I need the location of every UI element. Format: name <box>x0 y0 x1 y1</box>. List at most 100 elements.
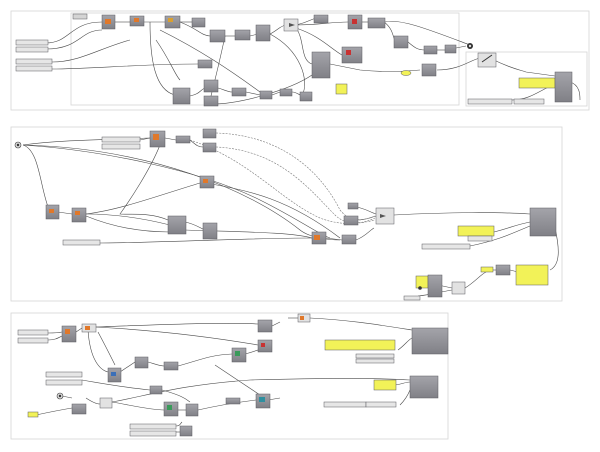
panel[interactable] <box>515 264 549 286</box>
group-bottom-frame[interactable] <box>10 312 449 440</box>
component[interactable] <box>202 222 218 240</box>
number-slider[interactable] <box>467 235 493 242</box>
component[interactable] <box>554 71 573 103</box>
number-slider[interactable] <box>513 98 545 105</box>
component[interactable] <box>202 128 217 139</box>
component[interactable] <box>134 356 149 369</box>
number-slider[interactable] <box>15 39 49 46</box>
component[interactable] <box>477 52 497 68</box>
component[interactable] <box>257 319 273 333</box>
number-slider[interactable] <box>45 379 83 386</box>
blue-icon <box>111 372 116 376</box>
number-slider[interactable] <box>129 430 177 437</box>
panel[interactable] <box>518 77 556 89</box>
component[interactable] <box>231 87 247 97</box>
component[interactable] <box>411 327 449 355</box>
panel[interactable] <box>457 225 495 237</box>
orange-icon <box>75 211 80 215</box>
number-slider[interactable] <box>323 401 367 408</box>
number-slider[interactable] <box>15 65 53 72</box>
group-middle-frame[interactable] <box>10 126 563 302</box>
number-slider[interactable] <box>129 423 177 430</box>
group-top-frame[interactable] <box>10 10 590 111</box>
panel[interactable] <box>373 379 397 391</box>
number-slider[interactable] <box>467 98 513 105</box>
component[interactable] <box>255 24 271 42</box>
component[interactable] <box>444 44 457 54</box>
component[interactable] <box>367 17 386 29</box>
component[interactable] <box>209 29 226 43</box>
group-top-right-frame[interactable] <box>465 51 588 107</box>
wire <box>464 271 487 289</box>
number-slider[interactable] <box>421 243 471 250</box>
component[interactable] <box>451 281 466 295</box>
number-slider[interactable] <box>17 329 49 336</box>
number-slider[interactable] <box>365 401 397 408</box>
number-slider[interactable] <box>355 358 395 364</box>
wire <box>95 323 259 328</box>
wire <box>35 407 73 416</box>
wire <box>119 144 169 221</box>
component[interactable] <box>343 215 359 226</box>
group-top-inner-frame[interactable] <box>70 12 460 106</box>
component[interactable] <box>203 79 219 93</box>
component[interactable] <box>172 87 191 105</box>
component[interactable] <box>225 397 241 405</box>
number-slider[interactable] <box>17 337 49 344</box>
param-input-core <box>58 394 62 398</box>
wire <box>204 182 341 239</box>
component[interactable] <box>409 375 439 399</box>
panel[interactable] <box>480 266 494 273</box>
panel[interactable] <box>415 275 429 289</box>
component[interactable] <box>259 90 273 100</box>
panel[interactable] <box>400 70 412 76</box>
component[interactable] <box>149 385 163 395</box>
component[interactable] <box>279 88 293 97</box>
panel[interactable] <box>335 83 348 95</box>
param-input-core <box>468 44 472 48</box>
component[interactable] <box>197 59 213 69</box>
component[interactable] <box>185 403 199 417</box>
component-icons <box>49 18 493 410</box>
component[interactable] <box>163 361 179 371</box>
component[interactable] <box>341 234 357 245</box>
number-slider[interactable] <box>15 46 49 53</box>
wire <box>99 237 313 244</box>
number-slider[interactable] <box>45 371 83 378</box>
panel[interactable] <box>27 411 39 418</box>
orange-icon <box>105 19 111 24</box>
component[interactable] <box>191 17 206 28</box>
component[interactable] <box>423 45 438 55</box>
component[interactable] <box>71 403 87 415</box>
boolean-toggle[interactable] <box>72 13 88 20</box>
component[interactable] <box>202 142 217 153</box>
wire <box>455 45 467 49</box>
wire <box>394 381 411 386</box>
number-slider[interactable] <box>15 58 53 65</box>
param-input[interactable] <box>418 286 422 290</box>
number-slider[interactable] <box>403 295 421 301</box>
number-slider[interactable] <box>355 353 395 359</box>
component[interactable] <box>341 46 363 64</box>
component[interactable] <box>311 51 331 79</box>
component[interactable] <box>393 35 409 49</box>
wire <box>189 139 204 148</box>
component[interactable] <box>421 63 437 77</box>
component[interactable] <box>99 397 113 409</box>
component[interactable] <box>167 215 187 235</box>
number-slider[interactable] <box>62 239 101 246</box>
component[interactable] <box>179 425 193 437</box>
number-slider[interactable] <box>101 136 141 143</box>
component[interactable] <box>299 91 313 102</box>
component[interactable] <box>234 29 251 41</box>
component[interactable] <box>175 135 191 144</box>
component[interactable] <box>495 264 511 276</box>
panel[interactable] <box>324 339 396 351</box>
component[interactable] <box>313 14 329 24</box>
component[interactable] <box>203 95 219 107</box>
component[interactable] <box>529 207 557 237</box>
component[interactable] <box>347 202 359 210</box>
number-slider[interactable] <box>101 143 141 150</box>
component[interactable] <box>427 274 443 298</box>
